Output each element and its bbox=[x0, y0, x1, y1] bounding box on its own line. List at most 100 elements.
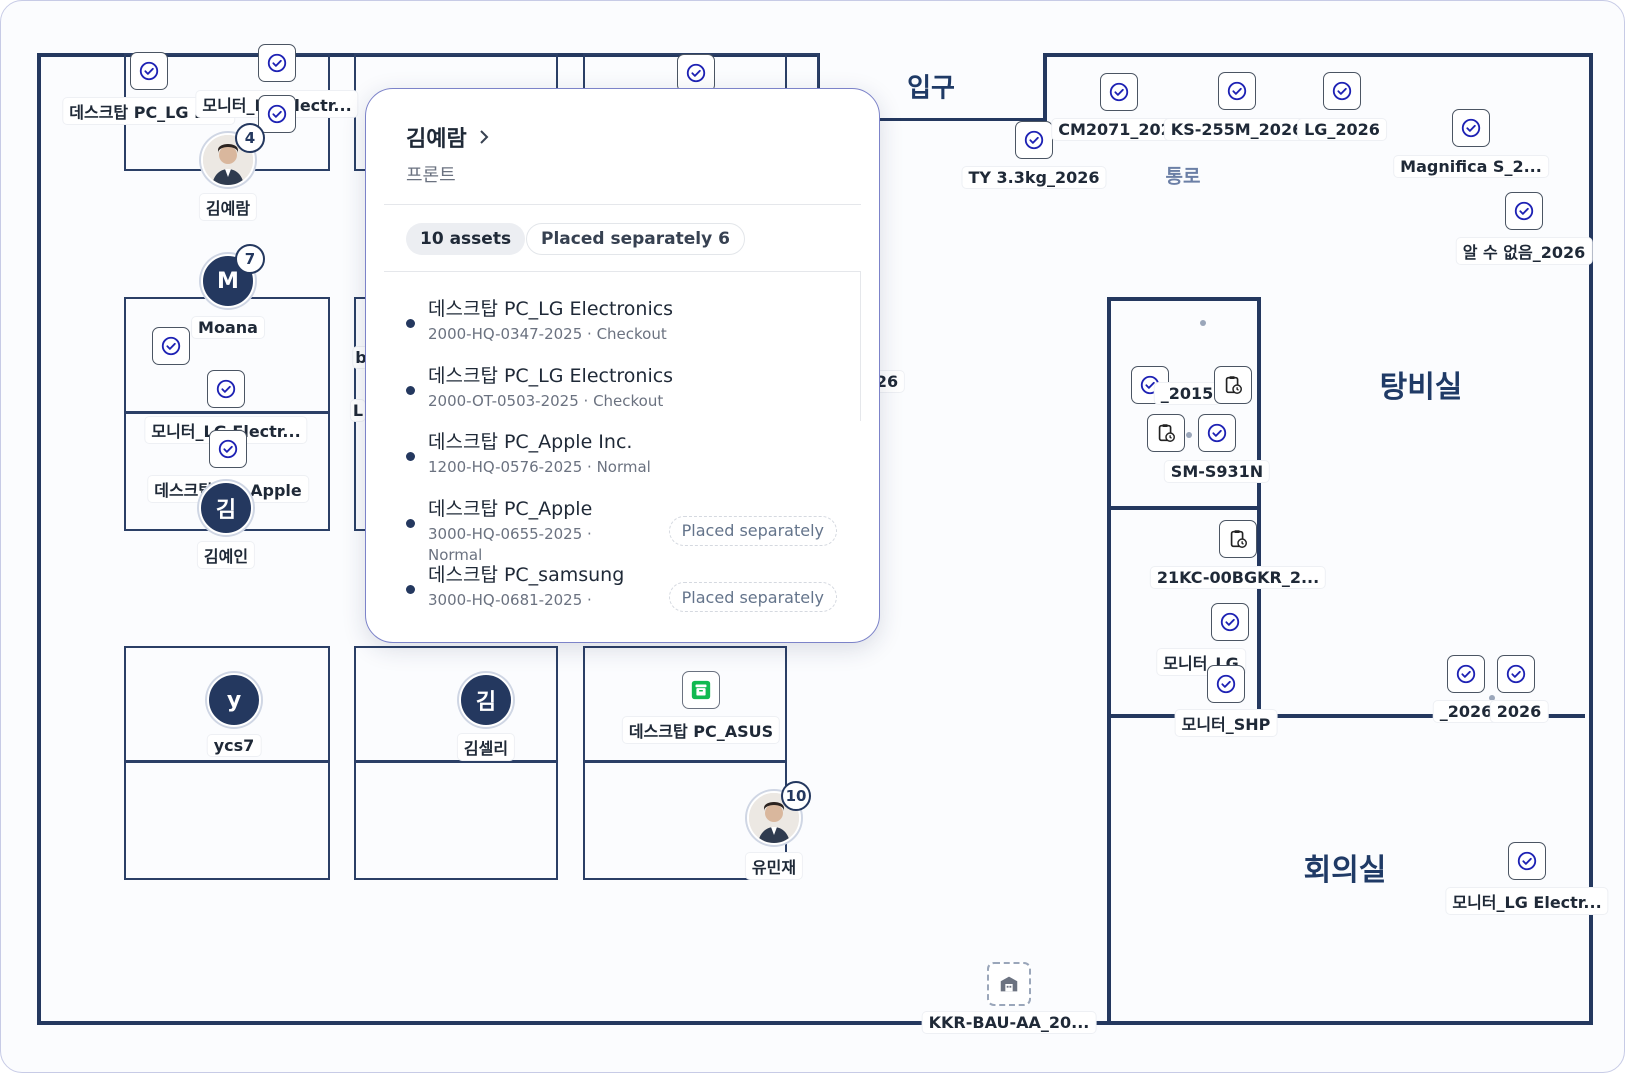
asset-title: 데스크탑 PC_LG Electronics bbox=[428, 298, 674, 320]
archive-asset-pin[interactable] bbox=[682, 671, 720, 709]
archive-icon bbox=[690, 679, 712, 701]
room-label-corridor: 통로 bbox=[1165, 165, 1201, 188]
person-avatar[interactable]: y bbox=[207, 673, 261, 727]
check-circle-asset-pin[interactable] bbox=[1207, 665, 1245, 703]
popup-header-link[interactable]: 김예람 bbox=[406, 121, 491, 153]
check-circle-asset-pin[interactable] bbox=[1211, 603, 1249, 641]
asset-count-badge: 10 bbox=[781, 781, 811, 811]
check-circle-icon bbox=[1455, 663, 1477, 685]
person-name-label: 김예람 bbox=[199, 194, 257, 220]
desk-block bbox=[124, 646, 330, 763]
check-circle-asset-pin[interactable] bbox=[677, 54, 715, 92]
avatar-initial: 김 bbox=[215, 498, 237, 523]
check-circle-icon bbox=[266, 52, 288, 74]
asset-label: 모니터_SHP bbox=[1175, 710, 1277, 736]
asset-list-item[interactable]: 데스크탑 PC_LG Electronics 2000-HQ-0347-2025 … bbox=[384, 284, 861, 348]
clipboard-clock-icon bbox=[1155, 422, 1177, 444]
check-circle-asset-pin[interactable] bbox=[1015, 121, 1053, 159]
desk-block bbox=[583, 646, 787, 763]
clipboard-clock-asset-pin[interactable] bbox=[1219, 520, 1257, 558]
wall-outer-top bbox=[37, 53, 819, 57]
person-name-label: ycs7 bbox=[207, 735, 261, 756]
bullet-dot bbox=[406, 452, 415, 461]
room-label-pantry: 탕비실 bbox=[1379, 370, 1463, 405]
check-circle-asset-pin[interactable] bbox=[130, 52, 168, 90]
asset-code-status: 2000-OT-0503-2025 · Checkout bbox=[428, 391, 664, 410]
asset-list-item[interactable]: 데스크탑 PC_Apple Inc. 1200-HQ-0576-2025 · No… bbox=[384, 417, 861, 481]
asset-count-badge: 7 bbox=[235, 244, 265, 274]
check-circle-asset-pin[interactable] bbox=[1218, 72, 1256, 110]
check-circle-asset-pin[interactable] bbox=[1505, 192, 1543, 230]
asset-title: 데스크탑 PC_Apple Inc. bbox=[428, 431, 633, 453]
check-circle-asset-pin[interactable] bbox=[207, 370, 245, 408]
clipboard-clock-asset-pin[interactable] bbox=[1214, 366, 1252, 404]
avatar-initial: 김 bbox=[475, 690, 497, 715]
avatar-initial: M bbox=[217, 268, 239, 294]
wall-right-mid bbox=[1107, 506, 1261, 510]
check-circle-asset-pin[interactable] bbox=[258, 95, 296, 133]
check-circle-icon bbox=[1505, 663, 1527, 685]
asset-list-item[interactable]: 데스크탑 PC_LG Electronics 2000-OT-0503-2025 … bbox=[384, 351, 861, 415]
desk-block bbox=[354, 760, 558, 880]
wall-outer-right bbox=[1589, 53, 1593, 1025]
asset-title: 데스크탑 PC_LG Electronics bbox=[428, 364, 674, 387]
clipboard-clock-icon bbox=[1227, 528, 1249, 550]
check-circle-asset-pin[interactable] bbox=[209, 430, 247, 468]
asset-label: 알 수 없음_2026 bbox=[1456, 238, 1592, 264]
person-name-label: 김예인 bbox=[197, 542, 255, 568]
check-circle-asset-pin[interactable] bbox=[1508, 842, 1546, 880]
asset-label: TY 3.3kg_2026 bbox=[962, 167, 1106, 188]
placed-separately-tag: Placed separately bbox=[668, 515, 837, 546]
check-circle-asset-pin[interactable] bbox=[1100, 73, 1138, 111]
check-circle-asset-pin[interactable] bbox=[152, 327, 190, 365]
check-circle-icon bbox=[1108, 81, 1130, 103]
asset-label: b bbox=[353, 347, 369, 368]
asset-code-status: 3000-HQ-0655-2025 · bbox=[428, 524, 592, 543]
asset-code-status: 1200-HQ-0576-2025 · Normal bbox=[428, 458, 651, 476]
asset-code-status: 3000-HQ-0681-2025 · bbox=[428, 591, 592, 609]
asset-label: 2026 bbox=[1490, 701, 1548, 722]
person-avatar[interactable]: 김 bbox=[199, 481, 253, 535]
desk-block bbox=[354, 646, 558, 763]
assignee-popup[interactable]: 김예람 프론트 10 assets Placed separately 6 데스… bbox=[365, 88, 880, 643]
check-circle-icon bbox=[1513, 200, 1535, 222]
asset-status: Normal bbox=[428, 545, 483, 564]
check-circle-asset-pin[interactable] bbox=[1452, 109, 1490, 147]
asset-label: SM-S931N bbox=[1164, 461, 1270, 482]
asset-label: _2015 bbox=[1154, 383, 1220, 404]
check-circle-asset-pin[interactable] bbox=[1447, 655, 1485, 693]
person-name-label: 김셀리 bbox=[457, 734, 515, 760]
check-circle-asset-pin[interactable] bbox=[1497, 655, 1535, 693]
person-avatar[interactable]: 10 bbox=[747, 781, 811, 845]
asset-label: L bbox=[350, 400, 366, 421]
check-circle-icon bbox=[1460, 117, 1482, 139]
asset-count-chip[interactable]: 10 assets bbox=[406, 223, 526, 255]
asset-label: KKR-BAU-AA_20... bbox=[922, 1012, 1096, 1033]
placed-separately-tag: Placed separately bbox=[668, 582, 837, 612]
wall-outer-left bbox=[37, 53, 41, 1025]
check-circle-asset-pin[interactable] bbox=[258, 44, 296, 82]
clipboard-clock-asset-pin[interactable] bbox=[1147, 414, 1185, 452]
person-name-label: 유민재 bbox=[745, 853, 803, 879]
person-avatar[interactable]: 김 bbox=[459, 673, 513, 727]
check-circle-icon bbox=[1516, 850, 1538, 872]
asset-label: KS-255M_2026 bbox=[1164, 119, 1310, 140]
placed-separately-chip[interactable]: Placed separately 6 bbox=[526, 223, 745, 255]
person-name-label: Moana bbox=[192, 317, 264, 338]
asset-label: _2026 bbox=[1433, 701, 1499, 722]
asset-list[interactable]: 데스크탑 PC_LG Electronics 2000-HQ-0347-2025 … bbox=[384, 271, 861, 642]
room-label-entrance: 입구 bbox=[907, 73, 955, 104]
asset-code-status: 2000-HQ-0347-2025 · Checkout bbox=[428, 325, 667, 343]
asset-subtitle: 1200-HQ-0576-2025 · Normal bbox=[428, 457, 651, 478]
warehouse-asset-pin[interactable] bbox=[987, 962, 1031, 1006]
person-avatar[interactable]: 4 bbox=[201, 123, 265, 187]
cluster-dot bbox=[1186, 432, 1192, 438]
list-scrollbar[interactable] bbox=[860, 271, 861, 421]
clipboard-clock-icon bbox=[1222, 374, 1244, 396]
check-circle-asset-pin[interactable] bbox=[1323, 72, 1361, 110]
check-circle-asset-pin[interactable] bbox=[1198, 414, 1236, 452]
